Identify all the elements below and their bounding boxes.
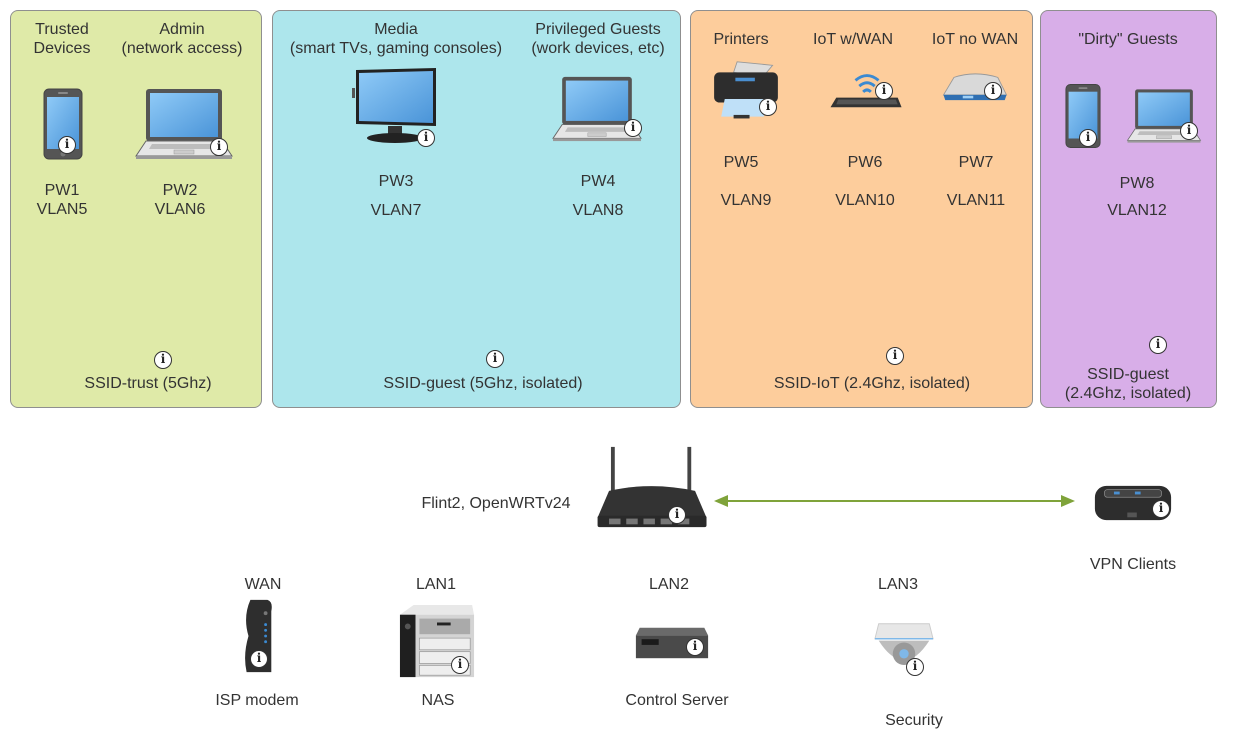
ssid-label-trust: SSID-trust (5Ghz): [84, 375, 212, 392]
title-line: Privileged Guests: [535, 21, 661, 38]
vlan-label: VLAN9: [720, 192, 772, 209]
port-label-wan: WAN: [244, 576, 282, 593]
title-line: (work devices, etc): [531, 40, 665, 57]
port-label-lan3: LAN3: [877, 576, 919, 593]
info-icon[interactable]: i: [417, 129, 435, 147]
info-icon[interactable]: i: [984, 82, 1002, 100]
pw-label: PW5: [723, 154, 759, 171]
pw-label: PW1: [44, 182, 80, 199]
port-label-lan1: LAN1: [415, 576, 457, 593]
pw-label: PW4: [580, 173, 616, 190]
info-icon[interactable]: i: [624, 119, 642, 137]
vlan-label: VLAN5: [36, 201, 88, 218]
title-line: Devices: [33, 40, 91, 57]
group-title-iot-wan: IoT w/WAN: [812, 31, 894, 48]
device-label-control-server: Control Server: [625, 692, 729, 709]
panel-media: [272, 10, 681, 408]
vpn-link-arrow: [714, 495, 1075, 507]
pw-label: PW6: [847, 154, 883, 171]
ssid-line: SSID-guest: [1087, 366, 1169, 383]
group-title-privileged-guests: Privileged Guests (work devices, etc): [531, 20, 664, 58]
device-label-security: Security: [885, 712, 943, 729]
group-title-printers: Printers: [713, 31, 769, 48]
ssid-label-guest-5ghz: SSID-guest (5Ghz, isolated): [383, 375, 583, 392]
vlan-label: VLAN10: [835, 192, 895, 209]
vlan-label: VLAN12: [1107, 202, 1167, 219]
group-title-admin: Admin (network access): [122, 20, 243, 58]
info-icon[interactable]: i: [906, 658, 924, 676]
security-camera-icon[interactable]: [871, 620, 937, 680]
info-icon[interactable]: i: [668, 506, 686, 524]
pw-label: PW3: [378, 173, 414, 190]
vlan-label: VLAN11: [946, 192, 1006, 209]
info-icon[interactable]: i: [250, 650, 268, 668]
pw-label: PW7: [958, 154, 994, 171]
ssid-label-guest-24ghz: SSID-guest (2.4Ghz, isolated): [1065, 365, 1191, 403]
title-line: Trusted: [35, 21, 89, 38]
ssid-label-iot: SSID-IoT (2.4Ghz, isolated): [773, 375, 971, 392]
info-icon[interactable]: i: [154, 351, 172, 369]
vlan-label: VLAN6: [154, 201, 206, 218]
info-icon[interactable]: i: [1079, 129, 1097, 147]
ssid-line: (2.4Ghz, isolated): [1064, 385, 1192, 402]
device-label-isp-modem: ISP modem: [215, 692, 299, 709]
panel-trusted: [10, 10, 262, 408]
group-title-media: Media (smart TVs, gaming consoles): [290, 20, 502, 58]
group-title-dirty-guests: "Dirty" Guests: [1078, 31, 1178, 48]
panel-dirty-guests: [1040, 10, 1217, 408]
device-label-nas: NAS: [421, 692, 455, 709]
info-icon[interactable]: i: [759, 98, 777, 116]
info-icon[interactable]: i: [451, 656, 469, 674]
vpn-label: VPN Clients: [1089, 556, 1177, 573]
port-label-lan2: LAN2: [648, 576, 690, 593]
info-icon[interactable]: i: [686, 638, 704, 656]
title-line: (smart TVs, gaming consoles): [289, 40, 503, 57]
title-line: Admin: [159, 21, 205, 38]
group-title-iot-no-wan: IoT no WAN: [931, 31, 1019, 48]
vlan-label: VLAN8: [572, 202, 624, 219]
group-title-trusted-devices: Trusted Devices: [34, 20, 91, 58]
info-icon[interactable]: i: [210, 138, 228, 156]
info-icon[interactable]: i: [1149, 336, 1167, 354]
info-icon[interactable]: i: [875, 82, 893, 100]
info-icon[interactable]: i: [486, 350, 504, 368]
info-icon[interactable]: i: [1180, 122, 1198, 140]
info-icon[interactable]: i: [1152, 500, 1170, 518]
info-icon[interactable]: i: [58, 136, 76, 154]
vlan-label: VLAN7: [370, 202, 422, 219]
pw-label: PW8: [1119, 175, 1155, 192]
pw-label: PW2: [162, 182, 198, 199]
title-line: Media: [374, 21, 418, 38]
router-label: Flint2, OpenWRTv24: [421, 495, 571, 512]
router-icon[interactable]: [594, 445, 712, 531]
info-icon[interactable]: i: [886, 347, 904, 365]
wireless-keyboard-icon[interactable]: [827, 65, 907, 113]
title-line: (network access): [121, 40, 243, 57]
